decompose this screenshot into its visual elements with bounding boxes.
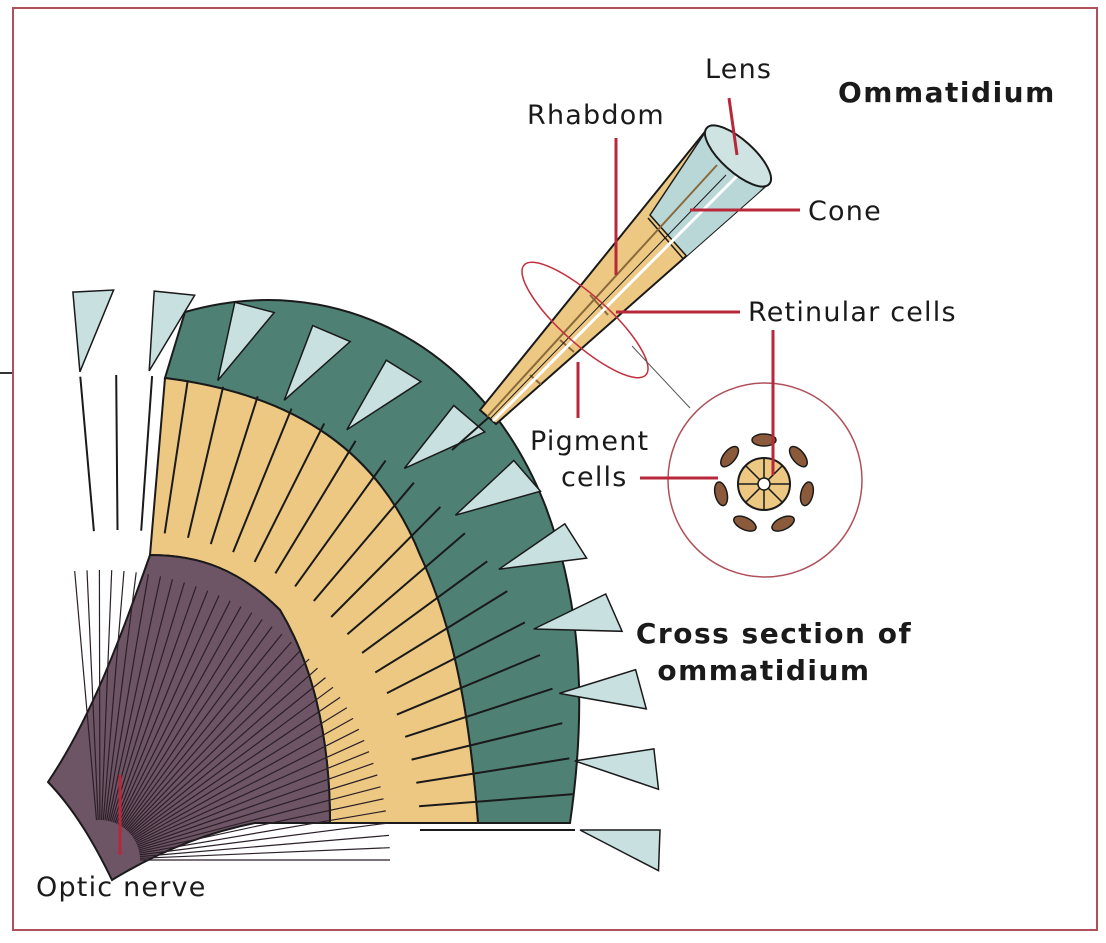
cross-section-caption-line1: Cross section of: [636, 617, 912, 650]
label-cone: Cone: [808, 196, 882, 227]
label-lens: Lens: [705, 54, 772, 85]
cross-section-caption-line2: ommatidium: [657, 654, 870, 687]
label-optic-nerve: Optic nerve: [36, 872, 207, 903]
label-pigment-cells-line2: cells: [561, 462, 628, 493]
nerve-fiber: [99, 570, 100, 820]
pigment-divider: [141, 376, 152, 531]
label-rhabdom: Rhabdom: [527, 100, 665, 131]
cross-section-rhabdom: [758, 478, 770, 490]
cross-section-view: [668, 383, 862, 577]
facet: [580, 830, 660, 871]
label-pigment-cells-line1: Pigment: [530, 426, 649, 457]
facet: [575, 749, 659, 789]
compound-eye-body: [48, 290, 660, 880]
diagram-title: Ommatidium: [838, 76, 1056, 109]
pigment-divider: [116, 375, 117, 530]
facet: [73, 290, 114, 372]
pigment-divider: [80, 377, 94, 531]
label-retinular-cells: Retinular cells: [748, 297, 957, 328]
